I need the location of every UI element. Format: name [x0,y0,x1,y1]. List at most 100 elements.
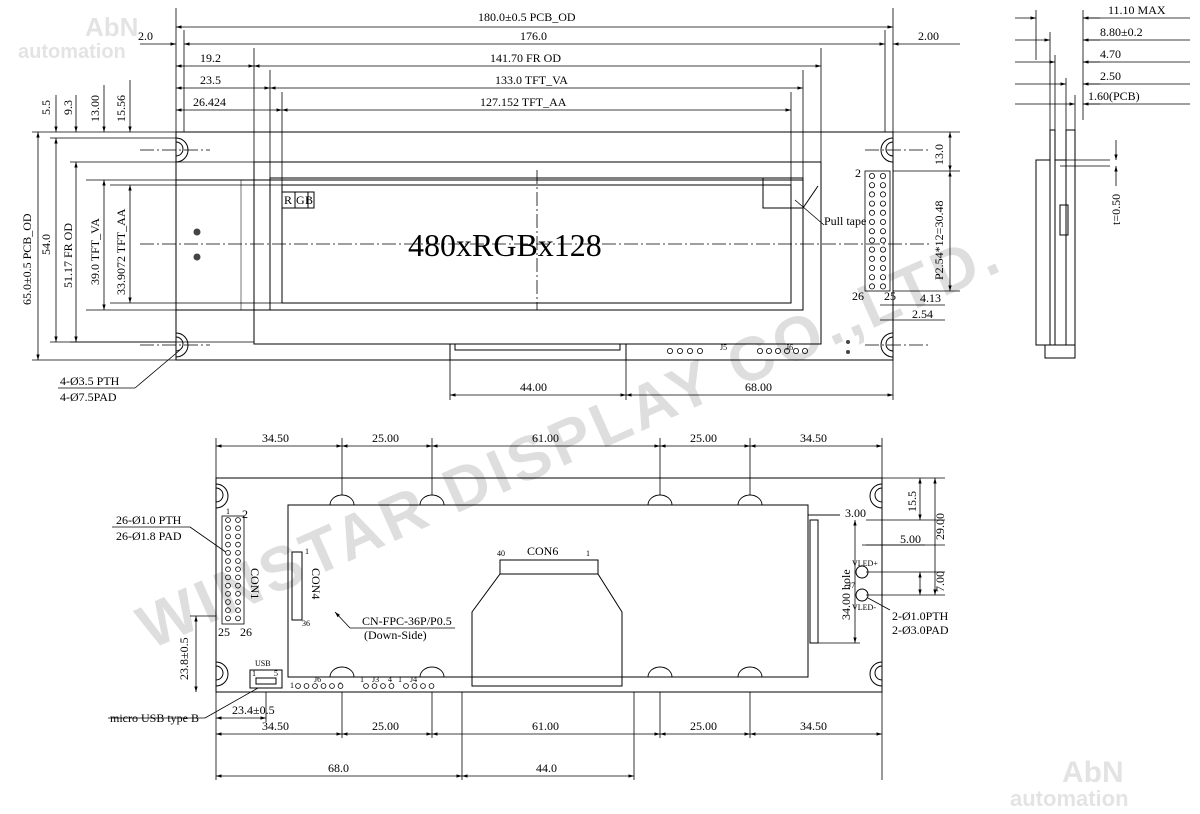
dim-p254: P2.54*12=30.48 [932,201,946,280]
mounting-holes-top [175,137,894,358]
dim-pcb-od: 180.0±0.5 PCB_OD [478,10,576,24]
dim-23-8: 23.8±0.5 [177,637,191,680]
j6-pad [337,683,344,689]
j6-pad [793,347,800,354]
con1-pin [235,599,241,605]
header-pin [869,218,876,225]
header-pin [869,182,876,189]
con1-pin [235,590,241,597]
dim-bottom-34-50-a: 34.50 [262,719,289,733]
dim-23-4: 23.4±0.5 [232,703,275,717]
con6-label: CON6 [527,544,558,558]
j3-label: J3 [372,675,379,684]
j6-pad [320,683,327,689]
con1-pin [235,517,241,523]
rgb-b: B [305,193,313,207]
j4-pad [428,683,435,689]
dim-13-00: 13.00 [88,95,102,122]
vled-minus-label: VLED- [852,603,876,612]
con4-pin-1: 1 [305,547,309,556]
dim-2-54: 2.54 [912,307,933,321]
con1-pin [225,566,231,572]
header-pin [880,200,887,207]
pin-header-top [864,170,891,292]
j5-pads [667,347,704,354]
con4-label: CON4 [309,568,323,599]
dim-4-13: 4.13 [920,291,941,305]
j5-label: J5 [720,343,727,352]
logo-bottom-right: AbN [1062,756,1124,789]
logo-top-left-sub: automation [18,41,126,63]
watermark-text: WINSTAR DISPLAY CO.,LTD. [128,218,1013,662]
rgb-g: G [296,193,305,207]
dim-4-70: 4.70 [1100,47,1121,61]
j-label-1c: 1 [398,675,402,684]
test-pad [846,340,850,344]
j5-pad [677,347,684,354]
dim-fr-od-v: 51.17 FR OD [61,223,75,288]
j4-pad [420,683,426,689]
j6-pad [802,347,809,354]
dim-top-34-50-b: 34.50 [800,431,827,445]
dim-pcb-od-v: 65.0±0.5 PCB_OD [20,213,34,305]
header-pin [869,200,876,207]
con1-label: CON1 [248,568,262,599]
j6-pad [303,683,310,689]
dim-5-00: 5.00 [900,532,921,546]
usb-pin-1: 1 [252,669,256,678]
dim-bottom-25-00-a: 25.00 [372,719,399,733]
j5-pad [697,347,704,354]
j4-pad [411,683,418,689]
header-pin [880,246,887,253]
con1-pin [235,541,241,548]
header-pin [869,172,876,179]
con1-pin [225,615,231,622]
dim-2-0: 2.0 [138,29,153,43]
pth-note-1: 26-Ø1.0 PTH [116,513,182,527]
logo-bottom-right-sub: automation [1010,786,1129,811]
header-pin [880,172,887,179]
j6-pad [784,347,791,354]
header-pin [880,191,887,198]
header-pin [880,264,887,271]
dim-29-00: 29.00 [933,513,947,540]
j7-label: J7 [848,581,855,590]
header-pin [880,218,887,225]
j3-pad [380,683,386,689]
usb-pin-5: 5 [274,669,278,678]
logo-top-left: AbN [85,12,138,42]
fpc-note-1: CN-FPC-36P/P0.5 [362,614,452,628]
header-pin [880,274,887,281]
con1-pin [225,533,231,540]
j6-pads [757,340,850,354]
con1-pin [225,574,231,581]
dim-19-2: 19.2 [200,51,221,65]
header-pin [869,274,876,281]
header-pin [880,237,887,244]
dim-54: 54.0 [39,234,53,255]
pth2-note-2: 2-Ø3.0PAD [892,623,949,637]
con1-pin [235,615,241,622]
dim-23-5: 23.5 [200,73,221,87]
dim-8-80: 8.80±0.2 [1100,25,1143,39]
fpc-note-2: (Down-Side) [364,628,427,642]
bottom-view: 34.50 25.00 61.00 25.00 34.50 CON6 40 1 … [108,431,949,780]
j6-pad [766,347,773,354]
header-pin [880,182,887,189]
j6-label: J6 [786,343,793,352]
dim-3-00: 3.00 [845,506,866,520]
con1-pin [235,574,241,581]
dim-top-61-00: 61.00 [532,431,559,445]
vled-plus-label: VLED+ [852,559,878,568]
dim-top-34-50-a: 34.50 [262,431,289,445]
dim-1-60-pcb: 1.60(PCB) [1088,89,1140,103]
header-pin [880,228,887,235]
con1-pin [235,525,241,531]
con1-pin [235,549,241,556]
con1-pin [235,607,241,613]
dim-44-0: 44.0 [536,761,557,775]
side-view: 11.10 MAX 8.80±0.2 4.70 2.50 1.60(PCB) t… [1015,3,1190,359]
dim-7-00: 7.00 [933,571,947,592]
j3-pad [363,683,369,689]
